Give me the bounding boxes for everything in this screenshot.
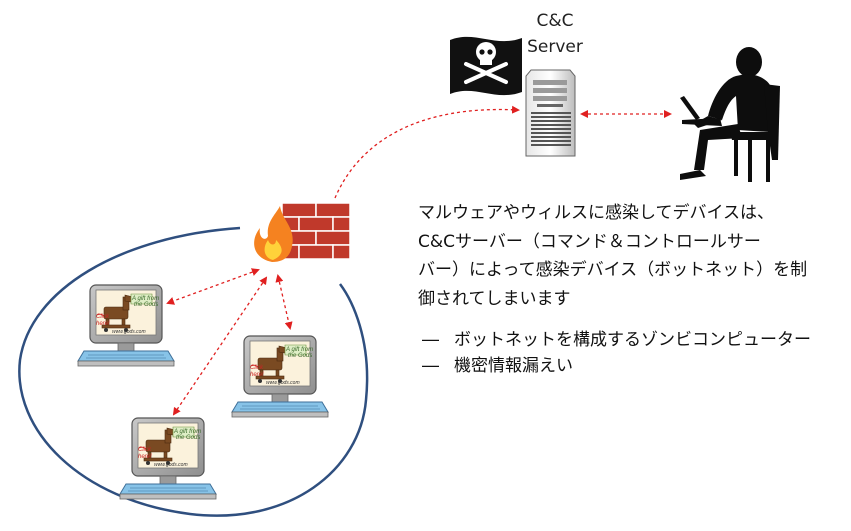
bullet-text: ボットネットを構成するゾンビコンピューター <box>454 330 811 350</box>
infected-computer-icon <box>77 284 175 367</box>
server-tower-icon <box>525 69 576 157</box>
bullet-text: 機密情報漏えい <box>454 356 573 376</box>
hacker-silhouette-icon <box>680 47 780 182</box>
firewall-server-link <box>334 105 520 199</box>
bullet-item: ― 機密情報漏えい <box>422 353 847 379</box>
description-line: C&Cサーバー（コマンド＆コントロールサー <box>418 231 761 252</box>
infected-computer-icon <box>231 335 329 418</box>
server-label-line1: C&C <box>536 11 574 31</box>
pirate-flag-icon <box>450 36 522 96</box>
bullet-item: ― ボットネットを構成するゾンビコンピューター <box>422 327 847 353</box>
description-line: マルウェアやウィルスに感染してデバイスは、 <box>418 203 774 223</box>
infected-computer-icon <box>119 417 217 500</box>
bullet-dash: ― <box>422 330 439 350</box>
server-label-line2: Server <box>527 37 583 57</box>
server-label: C&C Server <box>500 8 610 60</box>
description-line: バー）によって感染デバイス（ボットネット）を制 <box>418 260 808 280</box>
network-boundary <box>18 226 369 517</box>
description-line: 御されてしまいます <box>418 288 571 309</box>
bullet-dash: ― <box>422 356 439 376</box>
description: マルウェアやウィルスに感染してデバイスは、 C&Cサーバー（コマンド＆コントロー… <box>418 199 838 313</box>
firewall-pc2-link <box>275 274 293 330</box>
firewall-icon <box>254 202 351 262</box>
bullet-list: ― ボットネットを構成するゾンビコンピューター ― 機密情報漏えい <box>422 327 847 379</box>
firewall-pc1-link <box>166 268 260 305</box>
